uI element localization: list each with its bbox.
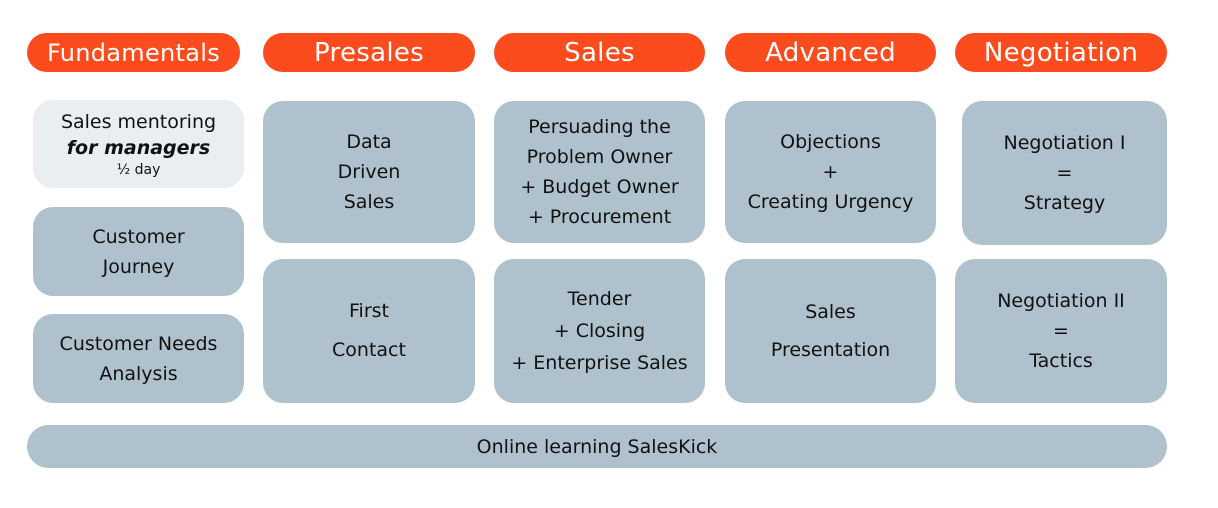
module-line: + [822, 161, 839, 183]
module-line: Tender [567, 288, 632, 310]
module-line: Negotiation II [997, 290, 1125, 312]
module-line: Strategy [1023, 192, 1106, 214]
module-line: Sales [805, 301, 856, 323]
module-line: = [1056, 162, 1073, 184]
column-header-fundamentals: Fundamentals [27, 33, 240, 72]
module-line: + Closing [553, 320, 646, 342]
module-line: Creating Urgency [747, 191, 914, 213]
column-header-sales: Sales [494, 33, 705, 72]
module-data-driven-sales: Data Driven Sales [263, 101, 475, 243]
column-header-negotiation: Negotiation [955, 33, 1167, 72]
module-line: Contact [332, 339, 406, 361]
module-negotiation-strategy: Negotiation I = Strategy [962, 101, 1167, 245]
module-line: + Procurement [527, 206, 672, 228]
module-line: Negotiation I [1003, 132, 1126, 154]
module-objections-urgency: Objections + Creating Urgency [725, 101, 936, 243]
module-line: Objections [780, 131, 881, 153]
module-note: ½ day [116, 162, 161, 178]
module-customer-journey: Customer Journey [33, 207, 244, 296]
online-learning-bar: Online learning SalesKick [27, 425, 1167, 468]
module-negotiation-tactics: Negotiation II = Tactics [955, 259, 1167, 403]
module-line: Persuading the [528, 116, 671, 138]
column-header-advanced: Advanced [725, 33, 936, 72]
module-line: Problem Owner [526, 146, 673, 168]
module-line: + Enterprise Sales [511, 352, 688, 374]
module-line: Tactics [1029, 350, 1093, 372]
module-line: Sales [343, 191, 395, 213]
module-line: Customer Needs [59, 332, 218, 355]
module-line: Presentation [770, 339, 891, 361]
module-line: Driven [337, 161, 401, 183]
module-persuading-problem-owner: Persuading the Problem Owner + Budget Ow… [494, 101, 705, 243]
module-line: = [1053, 320, 1069, 342]
module-line: Sales mentoring [60, 111, 217, 133]
module-line: Analysis [99, 362, 178, 385]
module-line: First [349, 300, 389, 322]
column-header-presales: Presales [263, 33, 475, 72]
module-line: Data [346, 131, 392, 153]
module-line: Journey [102, 255, 175, 278]
module-emphasis: for managers [66, 137, 211, 159]
online-learning-label: Online learning SalesKick [476, 435, 718, 458]
module-tender-closing: Tender + Closing + Enterprise Sales [494, 259, 705, 403]
module-line: Customer [92, 225, 185, 248]
module-sales-mentoring: Sales mentoring for managers ½ day [33, 100, 244, 188]
module-first-contact: First Contact [263, 259, 475, 403]
module-customer-needs-analysis: Customer Needs Analysis [33, 314, 244, 403]
module-line: + Budget Owner [520, 176, 679, 198]
module-sales-presentation: Sales Presentation [725, 259, 936, 403]
